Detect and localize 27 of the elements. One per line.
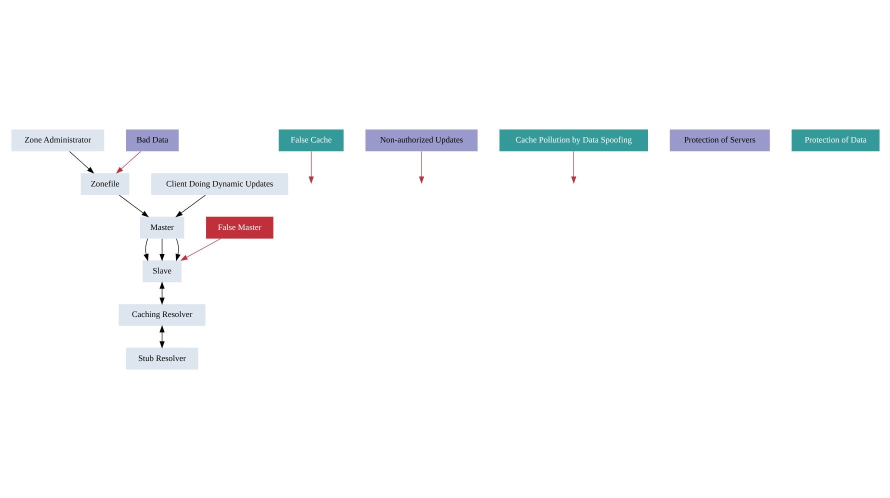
arrow (68, 150, 94, 174)
node-box: Zone Administrator (10, 128, 104, 151)
arrow (159, 281, 164, 304)
node-box: Stub Resolver (126, 347, 198, 370)
arrow (115, 150, 140, 174)
arrow (159, 324, 164, 348)
node-box: False Cache (278, 128, 344, 151)
node-box: Master (139, 216, 184, 238)
node-box: Cache Pollution by Data Spoofing (498, 128, 648, 151)
arrow (143, 238, 148, 261)
arrow (570, 150, 576, 184)
node-box: Caching Resolver (118, 304, 205, 326)
arrow (159, 238, 164, 261)
arrow (418, 150, 424, 184)
node-box: Slave (142, 260, 181, 282)
node-box: Protection of Servers (669, 128, 770, 151)
node-box: False Master (206, 216, 273, 238)
arrow (175, 238, 180, 261)
node-box: Protection of Data (791, 128, 880, 151)
node-box: Non-authorized Updates (364, 128, 478, 151)
node-box: Zonefile (80, 172, 129, 194)
node-box: Client Doing Dynamic Updates (150, 172, 288, 194)
arrow (174, 194, 206, 217)
arrow (180, 238, 220, 260)
arrow (308, 150, 314, 184)
arrow (118, 194, 148, 217)
node-box: Bad Data (126, 128, 178, 151)
